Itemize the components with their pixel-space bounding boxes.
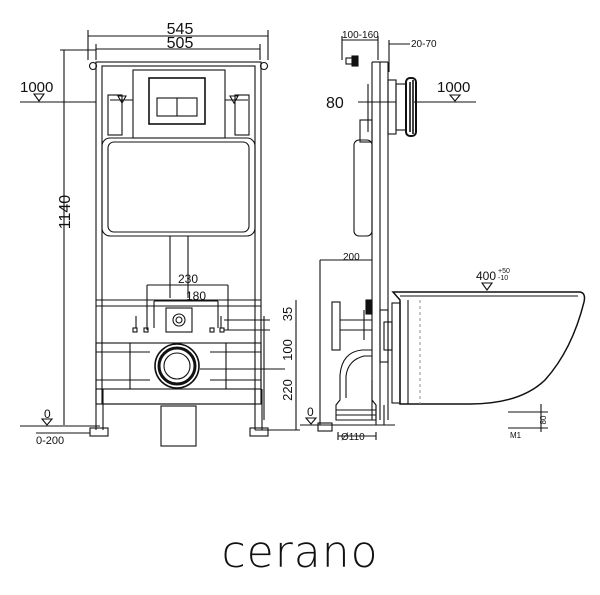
dim-level-floor-front: 0 bbox=[44, 407, 51, 421]
dim-level-top-side: 1000 bbox=[437, 79, 470, 96]
dim-offset-35: 35 bbox=[280, 307, 295, 321]
dim-spacing-outer: 230 bbox=[178, 272, 198, 286]
dim-bowl-level: 400 bbox=[476, 269, 496, 283]
dim-floor-range: 0-200 bbox=[36, 435, 64, 447]
dim-marker: M1 bbox=[510, 431, 522, 440]
dim-80-side: 80 bbox=[326, 95, 344, 112]
brand-logo-text: cerano bbox=[221, 527, 379, 578]
dim-200: 200 bbox=[343, 252, 360, 263]
dim-level-floor-side: 0 bbox=[307, 405, 314, 419]
dim-width-outer: 545 bbox=[167, 21, 194, 38]
dim-top-range: 100-160 bbox=[342, 30, 379, 41]
dim-depth-range: 20-70 bbox=[411, 39, 437, 50]
dim-pipe-diameter: Ø110 bbox=[341, 432, 365, 443]
dim-bowl-tol-plus: +50 bbox=[498, 268, 510, 275]
dim-bowl-tol-minus: -10 bbox=[498, 275, 508, 282]
dim-spacing-inner: 180 bbox=[186, 289, 206, 303]
dim-width-inner: 505 bbox=[167, 35, 194, 52]
dim-level-top-front: 1000 bbox=[20, 79, 53, 96]
dim-100: 100 bbox=[280, 339, 295, 361]
front-view bbox=[20, 30, 300, 447]
side-view bbox=[300, 36, 586, 440]
dim-220: 220 bbox=[280, 379, 295, 401]
dim-80-bowl: 80 bbox=[539, 415, 548, 424]
dim-height-total: 1140 bbox=[57, 195, 74, 230]
